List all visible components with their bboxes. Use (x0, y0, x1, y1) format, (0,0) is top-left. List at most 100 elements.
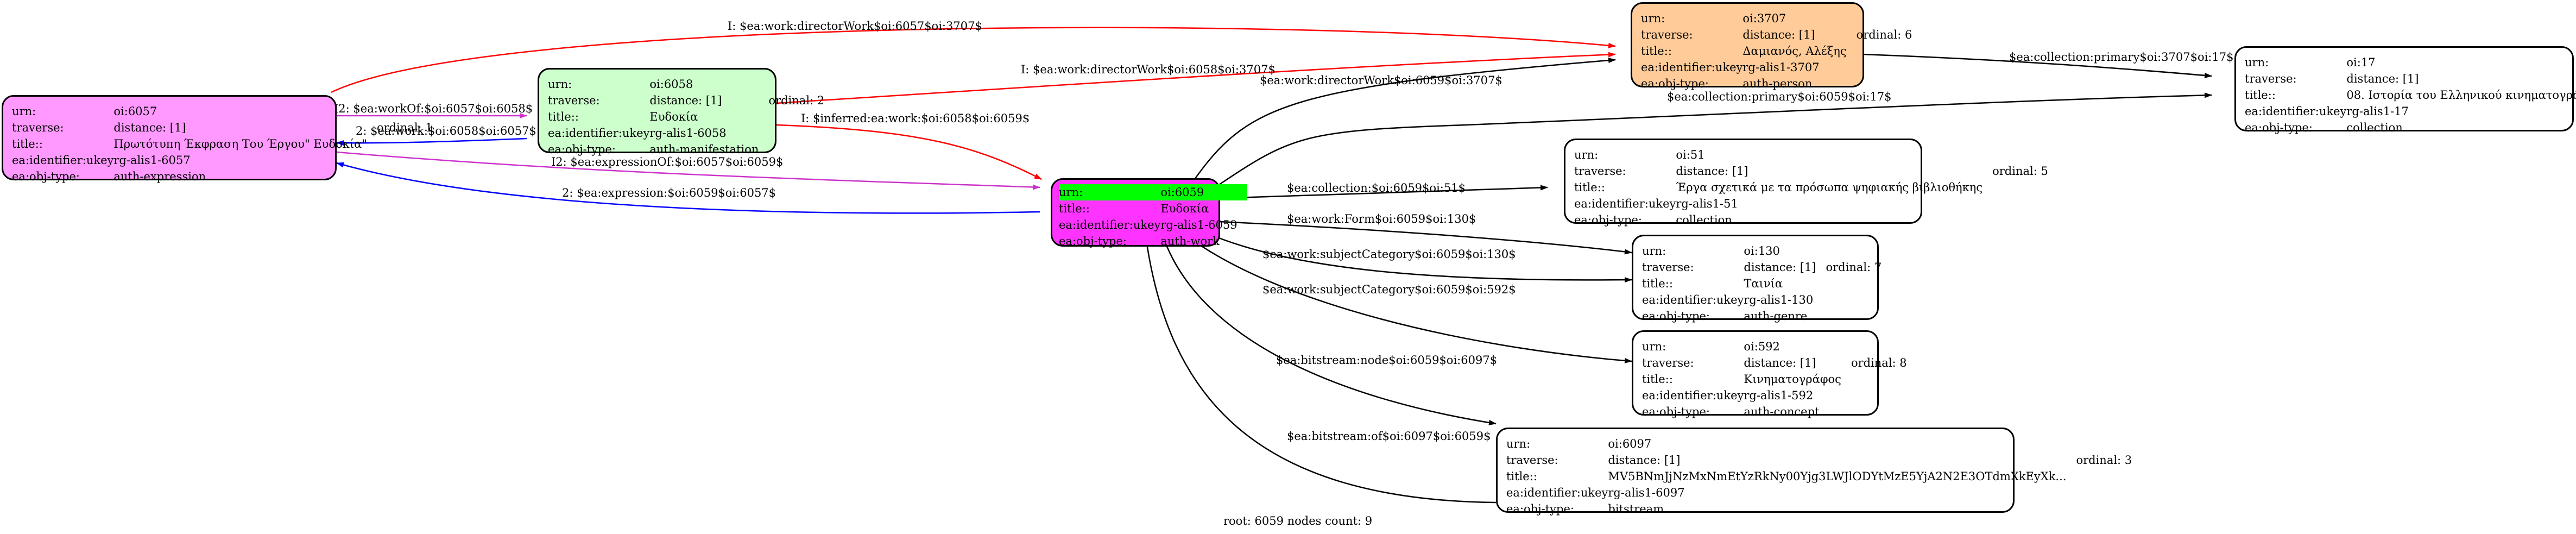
node-field-extra (1826, 275, 1882, 292)
edge-label: I: $inferred:ea:work:$oi:6058$oi:6059$ (801, 112, 1030, 125)
node-field-value: oi:6057 (113, 105, 157, 118)
node-field-extra (1826, 308, 1882, 324)
node-field-extra (1992, 179, 2048, 196)
node-field-key: ea:identifier:ukey (1059, 218, 1161, 231)
node-field-row: ea:obj-type:auth-expression (12, 168, 433, 185)
node-field-value: bitstream (1608, 502, 1664, 516)
node-field-value: auth-expression (113, 170, 206, 183)
node-field-key: ea:obj-type: (1642, 310, 1710, 323)
node-field-value: oi:6058 (649, 78, 693, 91)
node-field-value: rg-alis1-6057 (113, 154, 191, 167)
node-field-extra (2076, 436, 2132, 452)
node-field-value: distance: [1] (1608, 454, 1681, 467)
node-field-row: ea:obj-type: auth-concept (1642, 404, 1907, 420)
node-field-value: auth-concept (1744, 405, 1820, 418)
node-field-key: ea:identifier:ukey (548, 127, 650, 140)
node-field-value: Ταινία (1744, 277, 1783, 290)
node-field-value: collection (2346, 121, 2403, 134)
node-field-extra: ordinal: 7 (1826, 261, 1882, 274)
node-field-extra (1826, 243, 1882, 259)
node-field-value: Ευδοκία (1160, 202, 1209, 215)
node-field-row: urn:oi:6058 (548, 76, 824, 92)
node-field-key: title:: (1642, 277, 1673, 290)
node-field-row: urn:oi:6097 (1506, 436, 2132, 452)
node-field-value: rg-alis1-6058 (649, 127, 727, 140)
node-field-extra: ordinal: 2 (768, 94, 825, 107)
node-field-value: 08. Ιστορία του Ελληνικού κινηματογράφου (2346, 89, 2576, 102)
node-field-extra (377, 168, 433, 185)
node-field-key: traverse: (1642, 356, 1694, 369)
edge-label: I: $ea:work:directorWork$oi:6057$oi:3707… (728, 20, 982, 33)
node-field-extra (1992, 147, 2048, 163)
node-field-row: urn:oi:130 (1642, 243, 1882, 259)
node-field-value: oi:592 (1744, 340, 1780, 353)
node-field-row: title::08. Ιστορία του Ελληνικού κινηματ… (2245, 87, 2576, 103)
node-field-row: traverse:distance: [1]ordinal: 4 (2245, 71, 2576, 87)
footer-summary: root: 6059 nodes count: 9 (1223, 514, 1373, 527)
edge-directorwork-6059-3707 (1194, 58, 1616, 180)
node-field-row: ea:obj-type: auth-person (1641, 76, 1912, 92)
edge-collection-6059-51 (1218, 185, 1548, 199)
node-field-key: ea:identifier:ukey (12, 154, 114, 167)
node-field-key: ea:obj-type: (1641, 77, 1709, 90)
node-field-extra (768, 109, 824, 125)
node-field-extra (1826, 292, 1882, 308)
node-field-key: traverse: (1574, 165, 1626, 178)
node-field-value: distance: [1] (1744, 356, 1816, 369)
node-field-extra (1851, 404, 1907, 420)
node-field-key: urn: (1574, 148, 1599, 161)
node-field-row: title::Πρωτότυπη Έκφραση Του Έργου" Ευδο… (12, 136, 433, 152)
node-field-value: distance: [1] (113, 121, 186, 134)
node-field-extra: ordinal: 8 (1851, 356, 1907, 369)
node-field-row: traverse:distance: [1]ordinal: 3 (1506, 452, 2132, 468)
node-field-key: traverse: (2245, 72, 2297, 85)
node-field-row: traverse:distance: [1]ordinal: 1 (12, 120, 433, 136)
node-field-row: title::Ταινία (1642, 275, 1882, 292)
node-field-extra (1857, 59, 1912, 76)
node-field-row: traverse:distance: [1]ordinal: 2 (548, 92, 824, 109)
node-field-row: title::Ευδοκία (1059, 200, 1247, 217)
node-field-extra: ordinal: 6 (1856, 28, 1912, 41)
edge-label: 2: $ea:work:$oi:6058$oi:6057$ (356, 124, 536, 137)
node-field-key: urn: (1506, 437, 1531, 450)
node-field-key: urn: (1642, 244, 1666, 257)
node-field-value: distance: [1] (2346, 72, 2419, 85)
node-field-value: auth-person (1742, 77, 1813, 90)
node-field-value: rg-alis1-592 (1744, 389, 1814, 402)
node-field-extra (1857, 10, 1912, 27)
node-field-row: traverse:distance: [1]ordinal: 6 (1641, 27, 1912, 43)
node-field-value: oi:17 (2346, 56, 2376, 69)
node-field-key: traverse: (1641, 28, 1693, 41)
node-field-key: urn: (2245, 56, 2269, 69)
node-field-key: ea:obj-type: (1574, 213, 1642, 227)
node-field-key: ea:identifier:ukey (1642, 389, 1744, 402)
node-field-row: traverse: distance: [1] ordinal: 8 (1642, 355, 1907, 371)
edge-label: $ea:work:Form$oi:6059$oi:130$ (1287, 212, 1476, 225)
node-field-extra: ordinal: 1 (376, 121, 433, 134)
node-field-extra (2076, 485, 2132, 501)
node-field-key: title:: (1574, 181, 1605, 194)
node-field-row: title::Έργα σχετικά με τα πρόσωπα ψηφιακ… (1574, 179, 2048, 196)
node-field-value: auth-manifestation (649, 143, 759, 156)
node-field-extra (2076, 501, 2132, 517)
node-field-value: Κινηματογράφος (1744, 373, 1841, 386)
node-field-key: ea:obj-type: (1642, 405, 1710, 418)
edge-directorwork-6058-3707 (776, 52, 1616, 104)
